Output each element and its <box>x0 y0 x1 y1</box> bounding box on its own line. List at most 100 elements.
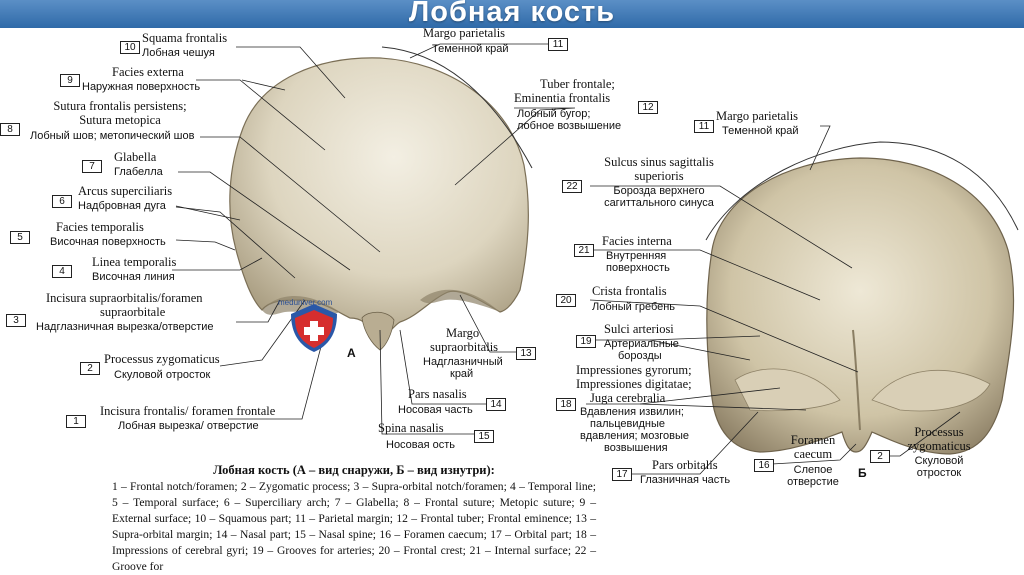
label-sulcus-rus1: Борозда верхнего <box>584 186 734 198</box>
label-processus-zygomaticus-a-rus: Скуловой отросток <box>114 370 210 382</box>
label-foramen: Foramen <box>778 434 848 447</box>
view-label-b: Б <box>858 466 867 480</box>
label-processus-b: Processus <box>894 426 984 439</box>
label-pars-orbitalis-rus: Глазничная часть <box>640 475 730 487</box>
label-number-2b: 2 <box>870 450 890 463</box>
label-squama-frontalis-rus: Лобная чешуя <box>142 48 215 60</box>
label-impressiones-rus2: пальцевидные <box>590 419 665 431</box>
label-glabella: Glabella <box>114 151 156 164</box>
label-tuber-rus1: Лобный бугор; <box>517 109 590 121</box>
label-processus-b-rus1: Скуловой <box>894 456 984 468</box>
label-margo-parietalis-b: Margo parietalis <box>716 110 798 123</box>
label-caecum: caecum <box>778 448 848 461</box>
label-superioris: superioris <box>584 170 734 183</box>
label-facies-interna-rus2: поверхность <box>606 263 670 275</box>
label-spina-nasalis: Spina nasalis <box>378 422 444 435</box>
label-glabella-rus: Глабелла <box>114 167 163 179</box>
watermark: meduniver.com <box>278 298 332 307</box>
label-facies-interna-rus1: Внутренняя <box>606 251 666 263</box>
label-number-21: 21 <box>574 244 594 257</box>
label-supraorbitale: supraorbitale <box>100 306 165 319</box>
label-foramen-rus1: Слепое <box>778 465 848 477</box>
label-number-9: 9 <box>60 74 80 87</box>
label-crista-frontalis: Crista frontalis <box>592 285 667 298</box>
label-number-10: 10 <box>120 41 140 54</box>
view-label-a: А <box>347 346 356 360</box>
label-number-17: 17 <box>612 468 632 481</box>
label-facies-interna: Facies interna <box>602 235 672 248</box>
label-number-11a: 11 <box>548 38 568 51</box>
label-sulci-arteriosi: Sulci arteriosi <box>604 323 674 336</box>
label-juga-cerebralia: Juga cerebralia <box>590 392 665 405</box>
label-facies-externa-rus: Наружная поверхность <box>82 82 200 94</box>
label-number-20: 20 <box>556 294 576 307</box>
label-sutura-frontalis: Sutura frontalis persistens; <box>40 100 200 113</box>
figure-caption: Лобная кость (А – вид снаружи, Б – вид и… <box>112 462 596 575</box>
label-sutura-rus: Лобный шов; метопический шов <box>30 131 194 143</box>
label-supraorbitalis: supraorbitalis <box>430 341 498 354</box>
label-sulcus-rus2: сагиттального синуса <box>584 198 734 210</box>
label-squama-frontalis: Squama frontalis <box>142 32 227 45</box>
label-eminentia-frontalis: Eminentia frontalis <box>514 92 610 105</box>
label-sutura-metopica: Sutura metopica <box>40 114 200 127</box>
label-pars-orbitalis: Pars orbitalis <box>652 459 718 472</box>
label-margo-parietalis-a-rus: Теменной край <box>432 44 509 56</box>
label-number-14: 14 <box>486 398 506 411</box>
label-number-3: 3 <box>6 314 26 327</box>
label-sulcus-sinus: Sulcus sinus sagittalis <box>584 156 734 169</box>
label-margo-parietalis-b-rus: Теменной край <box>722 126 799 138</box>
label-linea-temporalis: Linea temporalis <box>92 256 176 269</box>
label-number-15: 15 <box>474 430 494 443</box>
label-number-8: 8 <box>0 123 20 136</box>
label-number-5: 5 <box>10 231 30 244</box>
label-foramen-rus2: отверстие <box>778 477 848 489</box>
label-number-19: 19 <box>576 335 596 348</box>
label-number-1: 1 <box>66 415 86 428</box>
label-zygomaticus-b: zygomaticus <box>894 440 984 453</box>
label-linea-temporalis-rus: Височная линия <box>92 272 175 284</box>
label-processus-zygomaticus-a: Processus zygomaticus <box>104 353 220 366</box>
label-facies-externa: Facies externa <box>112 66 184 79</box>
label-incisura-supraorbitalis-rus: Надглазничная вырезка/отверстие <box>36 322 214 334</box>
label-number-12: 12 <box>638 101 658 114</box>
label-facies-temporalis-rus: Височная поверхность <box>50 237 166 249</box>
label-pars-nasalis-rus: Носовая часть <box>398 405 473 417</box>
label-spina-nasalis-rus: Носовая ость <box>386 440 455 452</box>
label-impressiones-rus1: Вдавления извилин; <box>580 407 684 419</box>
label-impressiones-rus4: возвышения <box>604 443 668 455</box>
label-processus-b-rus2: отросток <box>894 468 984 480</box>
label-number-11b: 11 <box>694 120 714 133</box>
label-tuber-rus2: лобное возвышение <box>517 121 621 133</box>
label-margo: Margo <box>446 327 479 340</box>
frontal-bone-external <box>230 58 529 342</box>
label-sulci-arteriosi-rus2: борозды <box>618 351 662 363</box>
label-number-13: 13 <box>516 347 536 360</box>
label-number-6: 6 <box>52 195 72 208</box>
label-number-4: 4 <box>52 265 72 278</box>
label-arcus-rus: Надбровная дуга <box>78 201 166 213</box>
label-tuber-frontale: Tuber frontale; <box>540 78 615 91</box>
nasal-part <box>362 312 394 350</box>
label-number-7: 7 <box>82 160 102 173</box>
label-impressiones-digitatae: Impressiones digitatae; <box>576 378 692 391</box>
label-sulci-arteriosi-rus1: Артериальные <box>604 339 679 351</box>
label-incisura-supraorbitalis: Incisura supraorbitalis/foramen <box>46 292 203 305</box>
label-margo-parietalis-a: Margo parietalis <box>423 27 505 40</box>
label-pars-nasalis: Pars nasalis <box>408 388 467 401</box>
label-arcus-superciliaris: Arcus superciliaris <box>78 185 172 198</box>
label-impressiones-gyrorum: Impressiones gyrorum; <box>576 364 692 377</box>
label-number-22: 22 <box>562 180 582 193</box>
label-number-18: 18 <box>556 398 576 411</box>
label-incisura-frontalis: Incisura frontalis/ foramen frontale <box>100 405 275 418</box>
caption-heading: Лобная кость (А – вид снаружи, Б – вид и… <box>112 462 596 478</box>
label-margo-rus2: край <box>450 369 473 381</box>
label-margo-rus1: Надглазничный <box>423 357 503 369</box>
label-impressiones-rus3: вдавления; мозговые <box>580 431 689 443</box>
label-number-2a: 2 <box>80 362 100 375</box>
label-number-16: 16 <box>754 459 774 472</box>
label-crista-frontalis-rus: Лобный гребень <box>592 302 675 314</box>
logo-shield <box>291 304 337 352</box>
caption-text: 1 – Frontal notch/foramen; 2 – Zygomatic… <box>112 480 596 573</box>
label-facies-temporalis: Facies temporalis <box>56 221 144 234</box>
label-incisura-frontalis-rus: Лобная вырезка/ отверстие <box>118 421 259 433</box>
